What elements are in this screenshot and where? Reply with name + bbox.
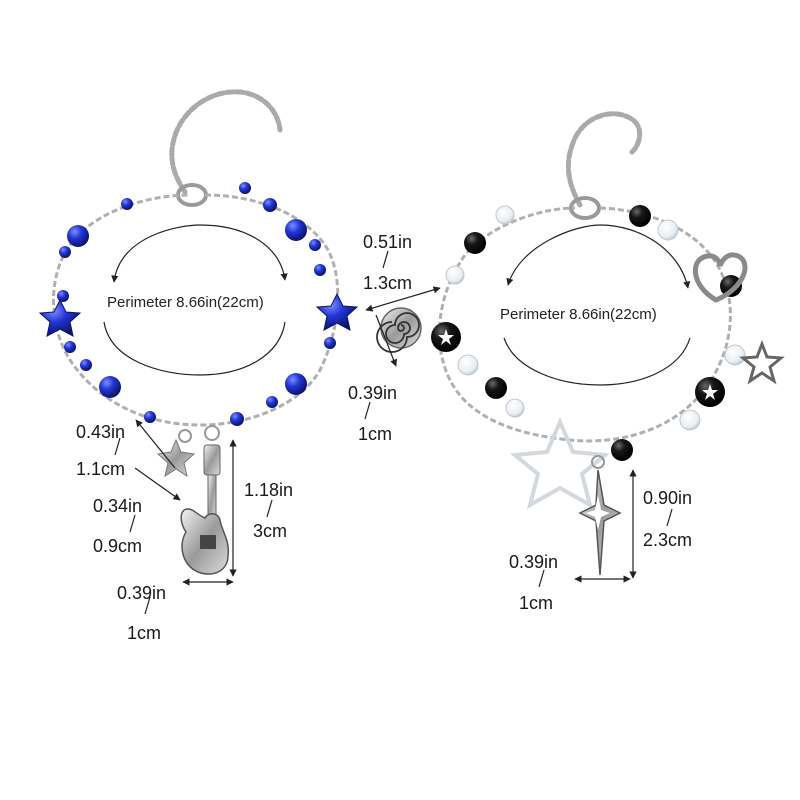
swirl-gap-in-label: 0.51in [363, 232, 413, 252]
star-bead-black-1 [431, 322, 461, 352]
guitar-len-cm-label: 3cm [253, 521, 288, 541]
guitar-width-in-label: 0.39in [117, 583, 167, 603]
blue-beads [57, 182, 336, 426]
star-outline-charm [739, 339, 785, 385]
swirl-size-cm-label: 1cm [358, 424, 393, 444]
cross-len-cm-label: 2.3cm [643, 530, 693, 550]
clear-beads [445, 205, 746, 431]
star-bead-left [38, 298, 82, 337]
clear-star-charm [509, 416, 611, 510]
right-perimeter-label: Perimeter 8.66in(22cm) [500, 306, 657, 323]
heart-charm [692, 252, 748, 303]
cross-star-charm [578, 455, 622, 576]
swirl-gap-cm-label: 1.3cm [363, 273, 413, 293]
extension-chain [565, 111, 643, 208]
star-drop-in-label: 0.43in [76, 422, 126, 442]
cross-width-in-label: 0.39in [509, 552, 559, 572]
swirl-size-in-label: 0.39in [348, 383, 398, 403]
star-charm [156, 438, 196, 478]
star-drop-cm-label: 1.1cm [76, 459, 126, 479]
cross-width-cm-label: 1cm [519, 593, 554, 613]
left-perimeter-label: Perimeter 8.66in(22cm) [107, 294, 264, 311]
black-beads [464, 205, 742, 461]
perimeter-arcs [103, 224, 691, 386]
dimension-lines [114, 250, 673, 615]
guitar-len-in-label: 1.18in [244, 480, 294, 500]
right-bracelet [376, 111, 785, 576]
star-size-cm-label: 0.9cm [93, 536, 143, 556]
lobster-clasp [569, 196, 601, 220]
guitar-charm [180, 425, 230, 575]
cross-len-in-label: 0.90in [643, 488, 693, 508]
left-bracelet [38, 89, 359, 575]
extension-chain [169, 89, 283, 195]
guitar-width-cm-label: 1cm [127, 623, 162, 643]
bracelet-chain [437, 206, 732, 443]
star-size-in-label: 0.34in [93, 496, 143, 516]
swirl-charm [376, 307, 422, 353]
star-bead-black-2 [695, 377, 725, 407]
star-bead-right [315, 292, 359, 331]
